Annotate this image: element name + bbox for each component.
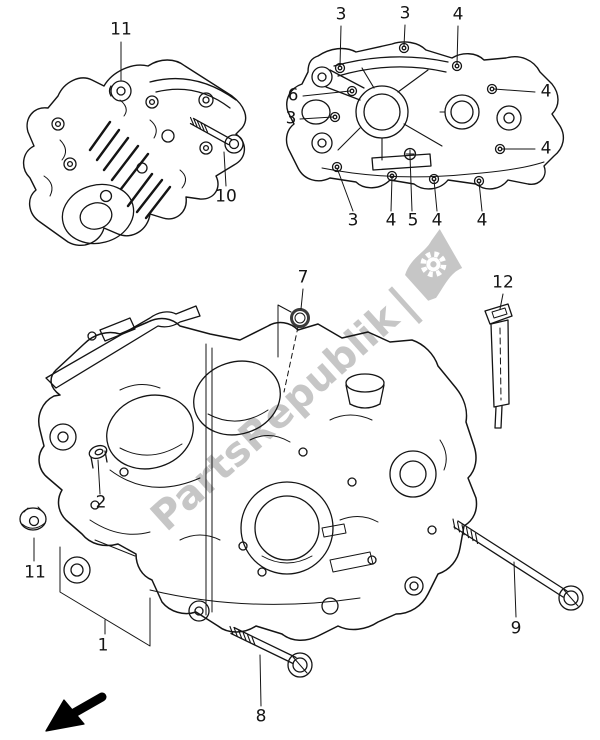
part-number-12: 12: [492, 272, 514, 293]
leader-lines: [33, 24, 536, 707]
left-crankcase-figure: [23, 59, 247, 246]
bushing-11: [108, 80, 132, 102]
bolt-9: [452, 518, 584, 611]
part-number-3: 3: [399, 3, 411, 24]
part-number-3: 3: [335, 4, 347, 25]
part-number-4: 4: [476, 210, 488, 231]
bolt-8: [229, 625, 313, 678]
part-number-8: 8: [255, 706, 267, 727]
part-number-10: 10: [215, 186, 237, 207]
part-number-1: 1: [97, 635, 109, 656]
crankcase-assembly-figure: [38, 305, 478, 641]
nut-11: [19, 506, 47, 531]
knock-pin-2: [88, 444, 108, 469]
part-number-11: 11: [24, 562, 46, 583]
part-number-4: 4: [385, 210, 397, 231]
part-number-4: 4: [431, 210, 443, 231]
part-number-3: 3: [347, 210, 359, 231]
part-number-2: 2: [95, 492, 107, 513]
part-number-9: 9: [510, 618, 522, 639]
part-number-5: 5: [407, 210, 419, 231]
part-number-4: 4: [540, 81, 552, 102]
part-number-11: 11: [110, 19, 132, 40]
part-number-3: 3: [285, 108, 297, 129]
direction-arrow-icon: [45, 692, 107, 732]
part-number-7: 7: [297, 267, 309, 288]
oring-7: [277, 304, 310, 393]
part-number-4: 4: [452, 4, 464, 25]
part-number-6: 6: [287, 85, 299, 106]
part-number-4: 4: [540, 138, 552, 159]
bolt-10: [189, 116, 244, 154]
hatching: [88, 120, 172, 220]
right-crankcase-figure: [285, 41, 565, 190]
gasket-strip-12: [484, 303, 513, 429]
